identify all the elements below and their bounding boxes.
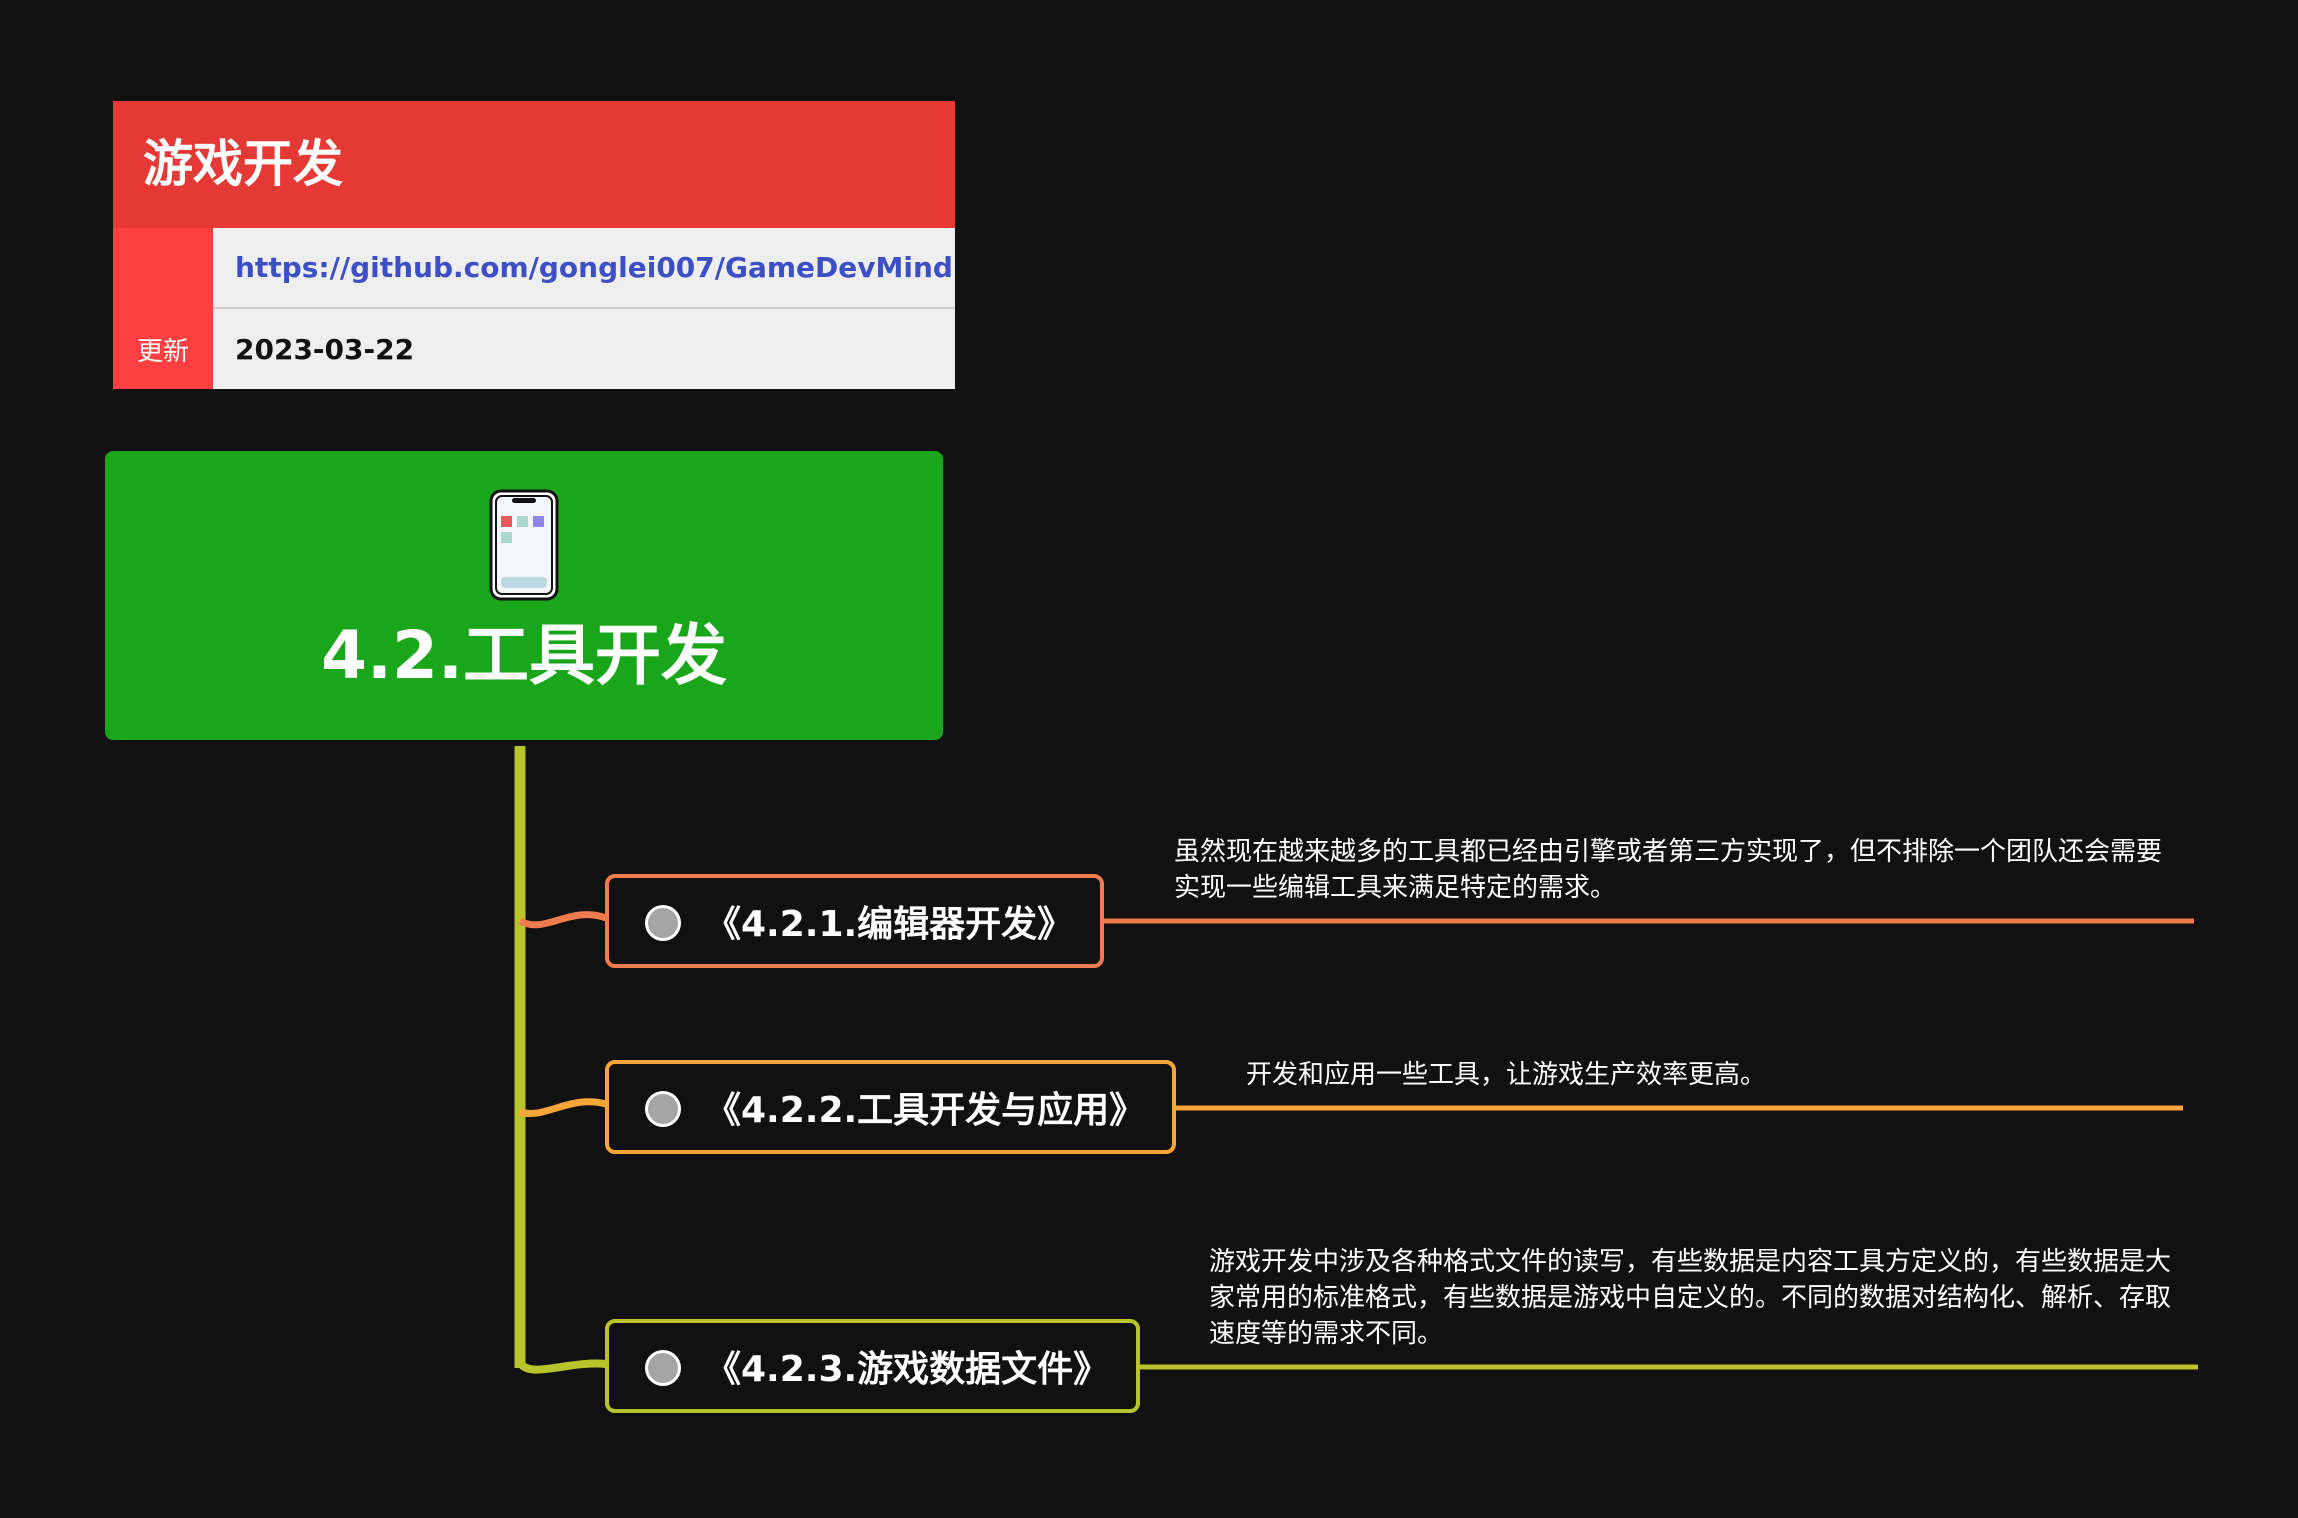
branch-label: 《4.2.3.游戏数据文件》 [705, 1349, 1110, 1390]
branch-connector-2 [518, 1098, 607, 1117]
branch-note: 开发和应用一些工具，让游戏生产效率更高。 [1246, 1060, 1767, 1090]
map-title: 游戏开发 [143, 135, 343, 193]
branch-node-editor[interactable]: 《4.2.1.编辑器开发》 [605, 874, 1104, 968]
root-title: 4.2.工具开发 [321, 617, 727, 694]
branch-label: 《4.2.2.工具开发与应用》 [705, 1090, 1146, 1131]
branch-node-tools[interactable]: 《4.2.2.工具开发与应用》 [605, 1060, 1176, 1154]
update-date: 2023-03-22 [213, 309, 955, 389]
branch-label: 《4.2.1.编辑器开发》 [705, 904, 1074, 945]
update-row: 更新 2023-03-22 [113, 309, 955, 389]
link-row-label [113, 228, 213, 309]
branch-connector-3 [516, 1359, 607, 1374]
root-node[interactable]: 4.2.工具开发 [105, 451, 943, 740]
branch-note: 虽然现在越来越多的工具都已经由引擎或者第三方实现了，但不排除一个团队还会需要实现… [1174, 837, 2163, 903]
update-label: 更新 [113, 309, 213, 389]
bullet-icon [645, 1350, 681, 1386]
branch-connector-1 [518, 911, 608, 929]
info-header: 游戏开发 [113, 101, 955, 228]
info-card: 游戏开发 https://github.com/gonglei007/GameD… [113, 101, 955, 389]
github-link[interactable]: https://github.com/gonglei007/GameDevMin… [213, 228, 955, 309]
branch-node-data-files[interactable]: 《4.2.3.游戏数据文件》 [605, 1319, 1140, 1413]
bullet-icon [645, 905, 681, 941]
bullet-icon [645, 1091, 681, 1127]
branch-note: 游戏开发中涉及各种格式文件的读写，有些数据是内容工具方定义的，有些数据是大家常用… [1209, 1247, 2172, 1349]
link-row: https://github.com/gonglei007/GameDevMin… [113, 228, 955, 309]
smartphone-icon [489, 489, 559, 601]
